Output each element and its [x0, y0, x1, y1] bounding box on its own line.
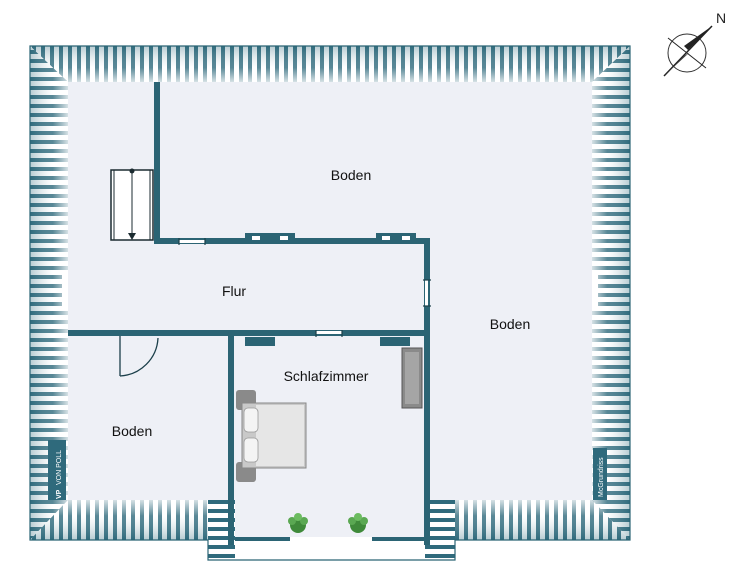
floor-area [68, 82, 592, 540]
door-swing [119, 336, 159, 377]
wall-openings [62, 236, 598, 541]
room-label-attic-right: Boden [490, 316, 530, 332]
roof-band-left [30, 46, 68, 540]
roof-band-bottom-right [455, 500, 630, 540]
room-label-hall: Flur [222, 283, 246, 299]
plant-right [348, 513, 368, 533]
room-label-attic-top: Boden [331, 167, 371, 183]
outer-frame [29, 45, 631, 561]
brand-logo: VP VON POLL [48, 440, 66, 500]
bed [236, 390, 307, 482]
brand-monogram: VP [56, 489, 63, 499]
plant-left [288, 513, 308, 533]
door-ticks [178, 238, 431, 337]
wardrobe [401, 347, 423, 409]
roof-band-right [592, 46, 630, 540]
roof-band-bottom-left [30, 500, 208, 540]
room-label-attic-left: Boden [112, 423, 152, 439]
roof-band-top [30, 46, 630, 82]
credit-text: McGrundriss [598, 457, 605, 497]
staircase [110, 168, 154, 241]
room-label-bedroom: Schlafzimmer [284, 368, 369, 384]
compass-north-label: N [716, 10, 726, 26]
credit-label: McGrundriss [593, 448, 607, 500]
compass-icon: N [663, 10, 726, 77]
brand-text: VON POLL [56, 450, 63, 485]
